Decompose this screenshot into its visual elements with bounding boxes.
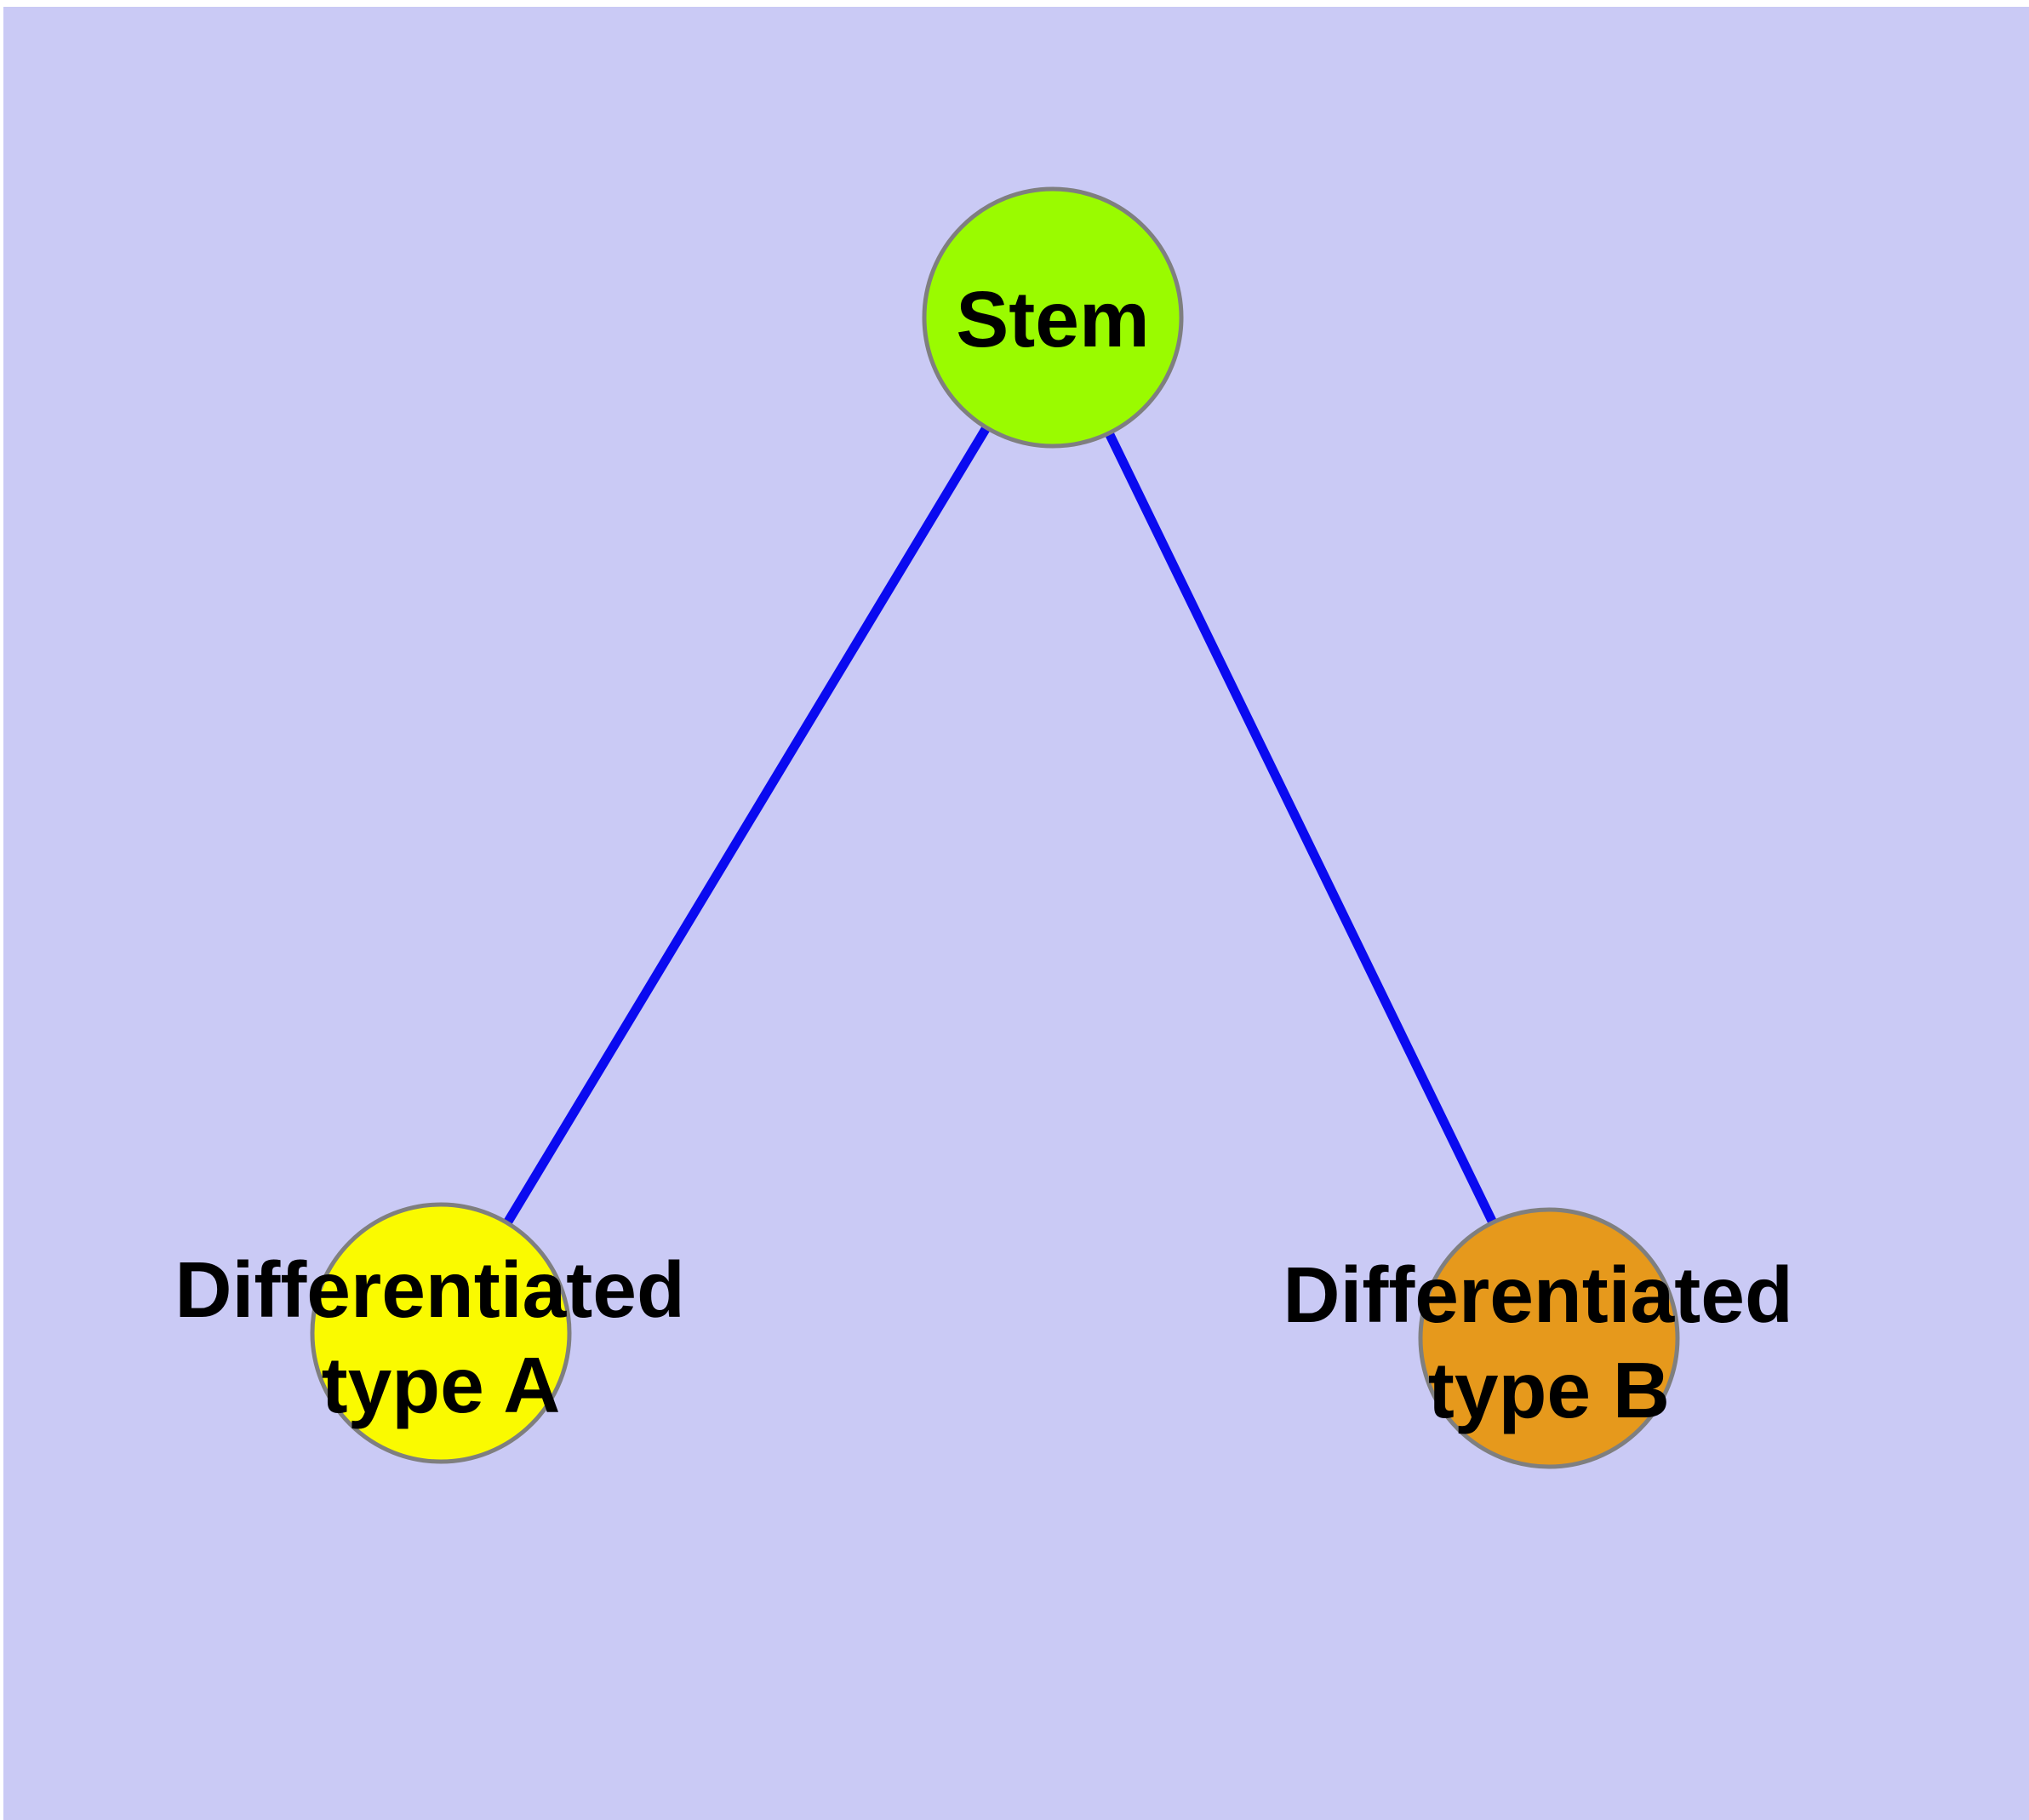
node-type-a-label: Differentiated type A	[174, 1245, 706, 1429]
edge-stem-to-type-a	[437, 315, 1057, 1336]
node-type-a-label-line2: type A	[322, 1341, 561, 1429]
node-type-b-label: Differentiated type B	[1283, 1251, 1815, 1434]
node-type-a	[310, 1202, 572, 1464]
edge-stem-to-type-b	[1049, 315, 1553, 1341]
node-type-b-label-line2: type B	[1428, 1346, 1670, 1434]
node-stem-label: Stem	[956, 275, 1149, 363]
node-type-b-label-line1: Differentiated	[1283, 1251, 1792, 1339]
node-type-a-label-line1: Differentiated	[174, 1245, 684, 1334]
node-type-b	[1418, 1207, 1680, 1469]
node-stem	[922, 186, 1184, 449]
